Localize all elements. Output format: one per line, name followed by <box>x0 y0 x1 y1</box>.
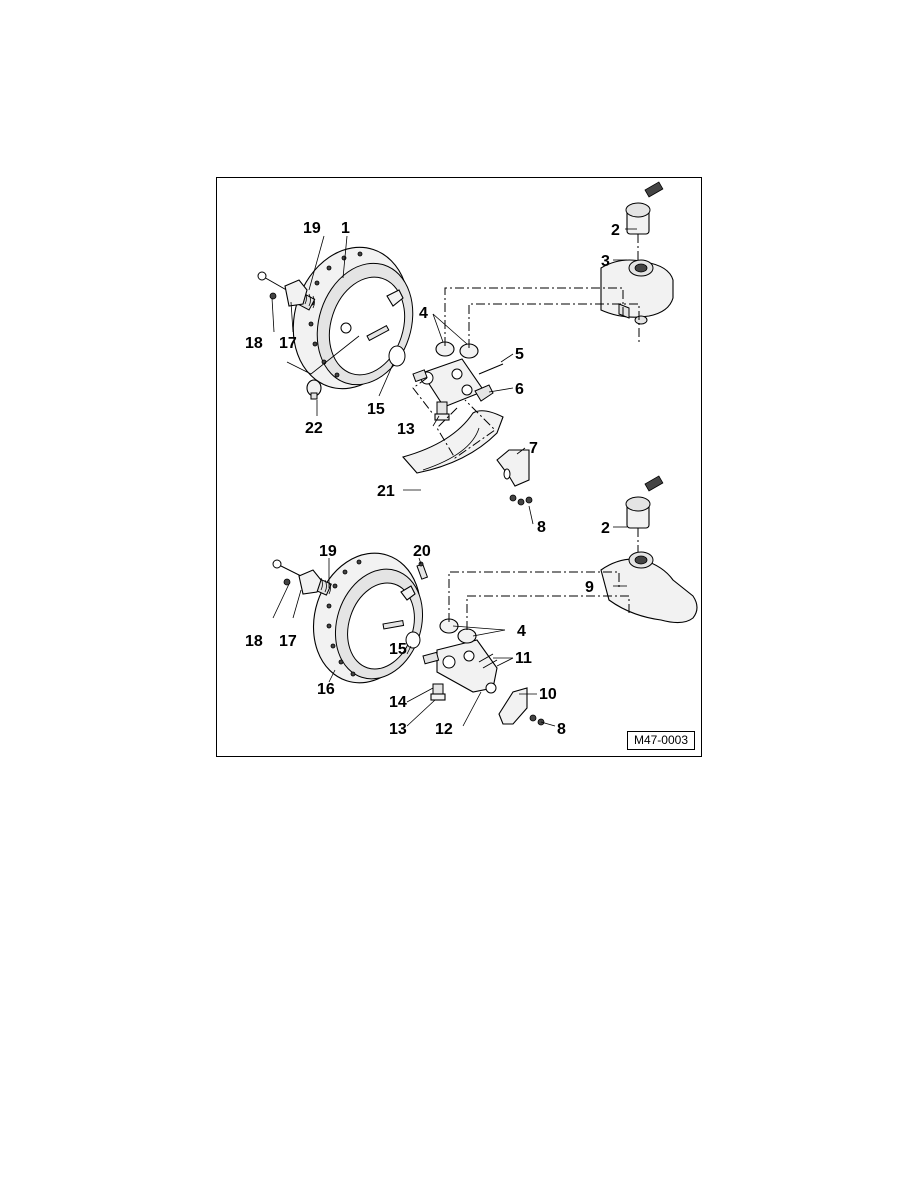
exploded-parts-diagram: 19 1 2 3 4 5 18 17 15 6 22 13 7 21 8 2 1… <box>245 181 698 738</box>
callout-18-lower: 18 <box>245 633 263 650</box>
callout-16: 16 <box>317 681 335 698</box>
callout-20: 20 <box>413 543 431 560</box>
callout-19-upper: 19 <box>303 220 321 237</box>
callout-17-lower: 17 <box>279 633 297 650</box>
callout-2-lower: 2 <box>601 520 610 537</box>
seal-ring-upper <box>388 345 406 367</box>
callout-7: 7 <box>529 440 538 457</box>
callout-4-upper: 4 <box>419 305 428 322</box>
callout-13-upper: 13 <box>397 421 415 438</box>
pushrod-upper <box>257 271 316 311</box>
leader-lines <box>271 228 637 727</box>
callout-21: 21 <box>377 483 395 500</box>
callout-10: 10 <box>539 686 557 703</box>
check-valve <box>416 561 429 580</box>
pin-lower-b <box>482 659 498 669</box>
cap-lower <box>625 475 664 529</box>
callout-6: 6 <box>515 381 524 398</box>
pushrod-lower <box>272 559 332 596</box>
figure-id-label: M47-0003 <box>626 731 695 750</box>
callout-8-lower: 8 <box>557 721 566 738</box>
reservoir-lower <box>600 551 698 624</box>
nut-upper <box>306 379 322 400</box>
callout-labels: 19 1 2 3 4 5 18 17 15 6 22 13 7 21 8 2 1… <box>245 220 620 738</box>
cap-upper <box>625 181 664 235</box>
callout-12: 12 <box>435 721 453 738</box>
callout-2-upper: 2 <box>611 222 620 239</box>
reservoir-upper <box>600 259 674 325</box>
callout-3: 3 <box>601 253 610 270</box>
bracket-lower <box>498 687 528 725</box>
pin-lower-a <box>478 653 494 663</box>
callout-14: 14 <box>389 694 407 711</box>
master-cylinder-upper <box>412 358 494 408</box>
figure-frame: 19 1 2 3 4 5 18 17 15 6 22 13 7 21 8 2 1… <box>216 177 702 757</box>
callout-22: 22 <box>305 420 323 437</box>
callout-15-upper: 15 <box>367 401 385 418</box>
callout-18-upper: 18 <box>245 335 263 352</box>
nuts-upper <box>509 494 533 506</box>
callout-4-lower: 4 <box>517 623 526 640</box>
callout-1: 1 <box>341 220 350 237</box>
sensor-upper <box>434 401 450 421</box>
callout-11: 11 <box>515 650 532 667</box>
sensor-lower <box>430 683 446 701</box>
callout-15-lower: 15 <box>389 641 407 658</box>
callout-17-upper: 17 <box>279 335 297 352</box>
brake-booster-lower <box>312 552 424 684</box>
heat-shield <box>402 410 504 474</box>
bolt-upper <box>478 363 504 375</box>
bracket-upper <box>496 449 530 487</box>
callout-19-lower: 19 <box>319 543 337 560</box>
nuts-lower <box>529 714 545 726</box>
callout-13-lower: 13 <box>389 721 407 738</box>
callout-5: 5 <box>515 346 524 363</box>
brake-booster-upper <box>292 246 414 390</box>
callout-8-upper: 8 <box>537 519 546 536</box>
seal-ring-lower <box>405 631 421 649</box>
callout-9: 9 <box>585 579 594 596</box>
master-cylinder-lower <box>422 639 498 694</box>
